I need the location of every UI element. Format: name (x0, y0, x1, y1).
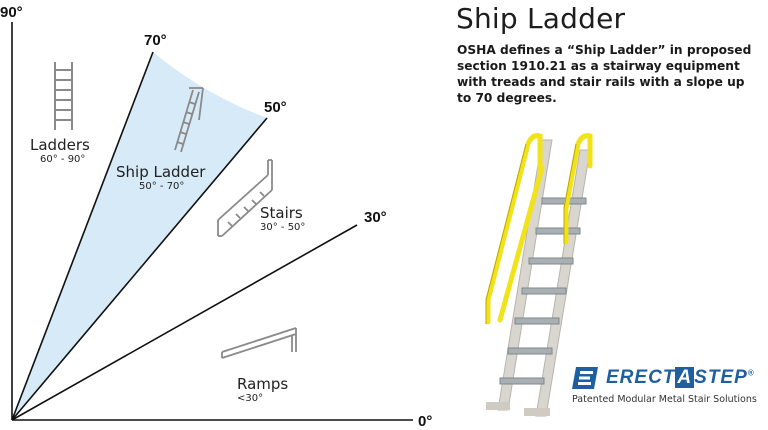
brand-logo-icon (572, 367, 598, 389)
stairs-icon (217, 159, 273, 237)
ladder-icon (54, 62, 73, 130)
brand-tagline: Patented Modular Metal Stair Solutions (572, 394, 757, 405)
ramps-range: <30° (237, 393, 263, 404)
ray-50 (11, 117, 268, 421)
stairs-label: Stairs (260, 204, 303, 222)
angle-label-90: 90° (0, 4, 23, 21)
ladders-range: 60° - 90° (40, 154, 85, 165)
ship-ladder-sector (12, 52, 267, 420)
brand-name-part2: A (675, 367, 695, 388)
ramp-icon (221, 327, 297, 359)
trademark-symbol: ® (747, 368, 755, 378)
description-text: OSHA defines a “Ship Ladder” in proposed… (457, 43, 752, 105)
stairs-range: 30° - 50° (260, 222, 305, 233)
ship-ladder-range: 50° - 70° (139, 181, 184, 192)
ramps-label: Ramps (237, 375, 288, 393)
brand-name-part3: STEP (694, 367, 748, 388)
ship-ladder-product-image (485, 133, 593, 417)
angle-label-50: 50° (264, 99, 287, 116)
angle-label-0: 0° (418, 413, 432, 430)
angle-label-70: 70° (144, 32, 167, 49)
ray-70 (11, 51, 154, 421)
page-title: Ship Ladder (456, 2, 626, 35)
ray-30 (11, 224, 358, 421)
brand-name-part1: ERECT (606, 367, 676, 388)
ladders-label: Ladders (30, 136, 90, 154)
angle-label-30: 30° (364, 209, 387, 226)
ship-ladder-icon (174, 87, 204, 153)
ship-ladder-label: Ship Ladder (116, 163, 206, 181)
